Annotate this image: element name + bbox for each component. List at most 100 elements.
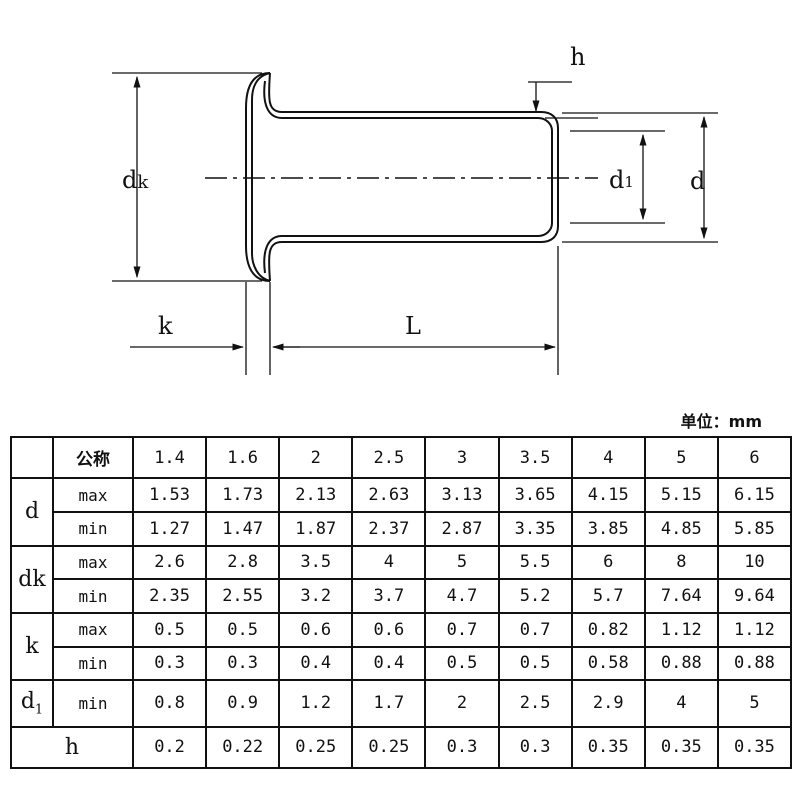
value-cell: 0.4 — [351, 645, 427, 682]
corner-cell — [10, 435, 54, 480]
value-cell: 0.35 — [716, 725, 793, 770]
value-cell: 2.37 — [351, 510, 427, 547]
unit-label: 单位：mm — [680, 412, 762, 431]
value-cell: 1.73 — [205, 477, 281, 513]
nominal-value: 5 — [643, 435, 719, 480]
extension-lines — [112, 72, 718, 375]
row-label-min: min — [52, 510, 134, 547]
value-cell: 2 — [424, 679, 500, 728]
value-cell: 0.3 — [131, 645, 208, 682]
value-cell: 0.58 — [570, 645, 646, 682]
value-cell: 5 — [716, 679, 793, 728]
value-cell: 2.87 — [424, 510, 500, 547]
value-cell: 5.15 — [643, 477, 719, 513]
value-cell: 1.12 — [716, 611, 793, 648]
value-cell: 0.8 — [131, 679, 208, 728]
value-cell: 6 — [570, 544, 646, 581]
row-label-max: max — [52, 544, 134, 581]
value-cell: 2.6 — [131, 544, 208, 581]
value-cell: 3.2 — [278, 578, 354, 614]
group-label-k: k — [10, 611, 54, 682]
value-cell: 1.27 — [131, 510, 208, 547]
value-cell: 0.4 — [278, 645, 354, 682]
value-cell: 1.7 — [351, 679, 427, 728]
group-label-dk: dk — [10, 544, 54, 614]
nominal-value: 3 — [424, 435, 500, 480]
row-label-min: min — [52, 679, 134, 728]
value-cell: 3.85 — [570, 510, 646, 547]
value-cell: 2.8 — [205, 544, 281, 581]
d-label: d — [690, 167, 705, 195]
value-cell: 1.53 — [131, 477, 208, 513]
value-cell: 3.35 — [497, 510, 573, 547]
group-label-d: d — [10, 477, 54, 547]
nominal-value: 1.4 — [131, 435, 208, 480]
value-cell: 1.47 — [205, 510, 281, 547]
value-cell: 4.7 — [424, 578, 500, 614]
value-cell: 0.25 — [351, 725, 427, 770]
value-cell: 1.87 — [278, 510, 354, 547]
value-cell: 2.55 — [205, 578, 281, 614]
value-cell: 1.12 — [643, 611, 719, 648]
value-cell: 5.2 — [497, 578, 573, 614]
nominal-value: 4 — [570, 435, 646, 480]
dk-label: dk — [122, 166, 149, 194]
nominal-value: 3.5 — [497, 435, 573, 480]
value-cell: 4 — [351, 544, 427, 581]
value-cell: 2.63 — [351, 477, 427, 513]
value-cell: 2.5 — [497, 679, 573, 728]
nominal-label: 公称 — [52, 435, 134, 480]
value-cell: 3.65 — [497, 477, 573, 513]
value-cell: 0.5 — [205, 611, 281, 648]
row-label-max: max — [52, 611, 134, 648]
value-cell: 0.82 — [570, 611, 646, 648]
value-cell: 0.35 — [643, 725, 719, 770]
nominal-value: 2.5 — [351, 435, 427, 480]
value-cell: 0.5 — [497, 645, 573, 682]
value-cell: 0.2 — [131, 725, 208, 770]
value-cell: 0.7 — [424, 611, 500, 648]
value-cell: 5.7 — [570, 578, 646, 614]
value-cell: 4.15 — [570, 477, 646, 513]
value-cell: 0.7 — [497, 611, 573, 648]
value-cell: 0.25 — [278, 725, 354, 770]
value-cell: 0.9 — [205, 679, 281, 728]
value-cell: 0.88 — [716, 645, 793, 682]
value-cell: 7.64 — [643, 578, 719, 614]
dimension-lines — [130, 75, 708, 351]
value-cell: 0.6 — [278, 611, 354, 648]
value-cell: 0.5 — [424, 645, 500, 682]
value-cell: 10 — [716, 544, 793, 581]
value-cell: 4.85 — [643, 510, 719, 547]
value-cell: 3.7 — [351, 578, 427, 614]
value-cell: 2.35 — [131, 578, 208, 614]
value-cell: 9.64 — [716, 578, 793, 614]
value-cell: 0.3 — [497, 725, 573, 770]
value-cell: 0.35 — [570, 725, 646, 770]
value-cell: 2.13 — [278, 477, 354, 513]
value-cell: 1.2 — [278, 679, 354, 728]
value-cell: 3.5 — [278, 544, 354, 581]
value-cell: 4 — [643, 679, 719, 728]
rivet-outline — [245, 72, 559, 282]
rivet-drawing: dk d1 d h k L — [112, 43, 718, 375]
value-cell: 0.3 — [205, 645, 281, 682]
nominal-value: 2 — [278, 435, 354, 480]
value-cell: 0.5 — [131, 611, 208, 648]
value-cell: 5 — [424, 544, 500, 581]
value-cell: 5.5 — [497, 544, 573, 581]
value-cell: 5.85 — [716, 510, 793, 547]
row-label-min: min — [52, 578, 134, 614]
value-cell: 0.3 — [424, 725, 500, 770]
d1-label: d1 — [609, 166, 634, 194]
